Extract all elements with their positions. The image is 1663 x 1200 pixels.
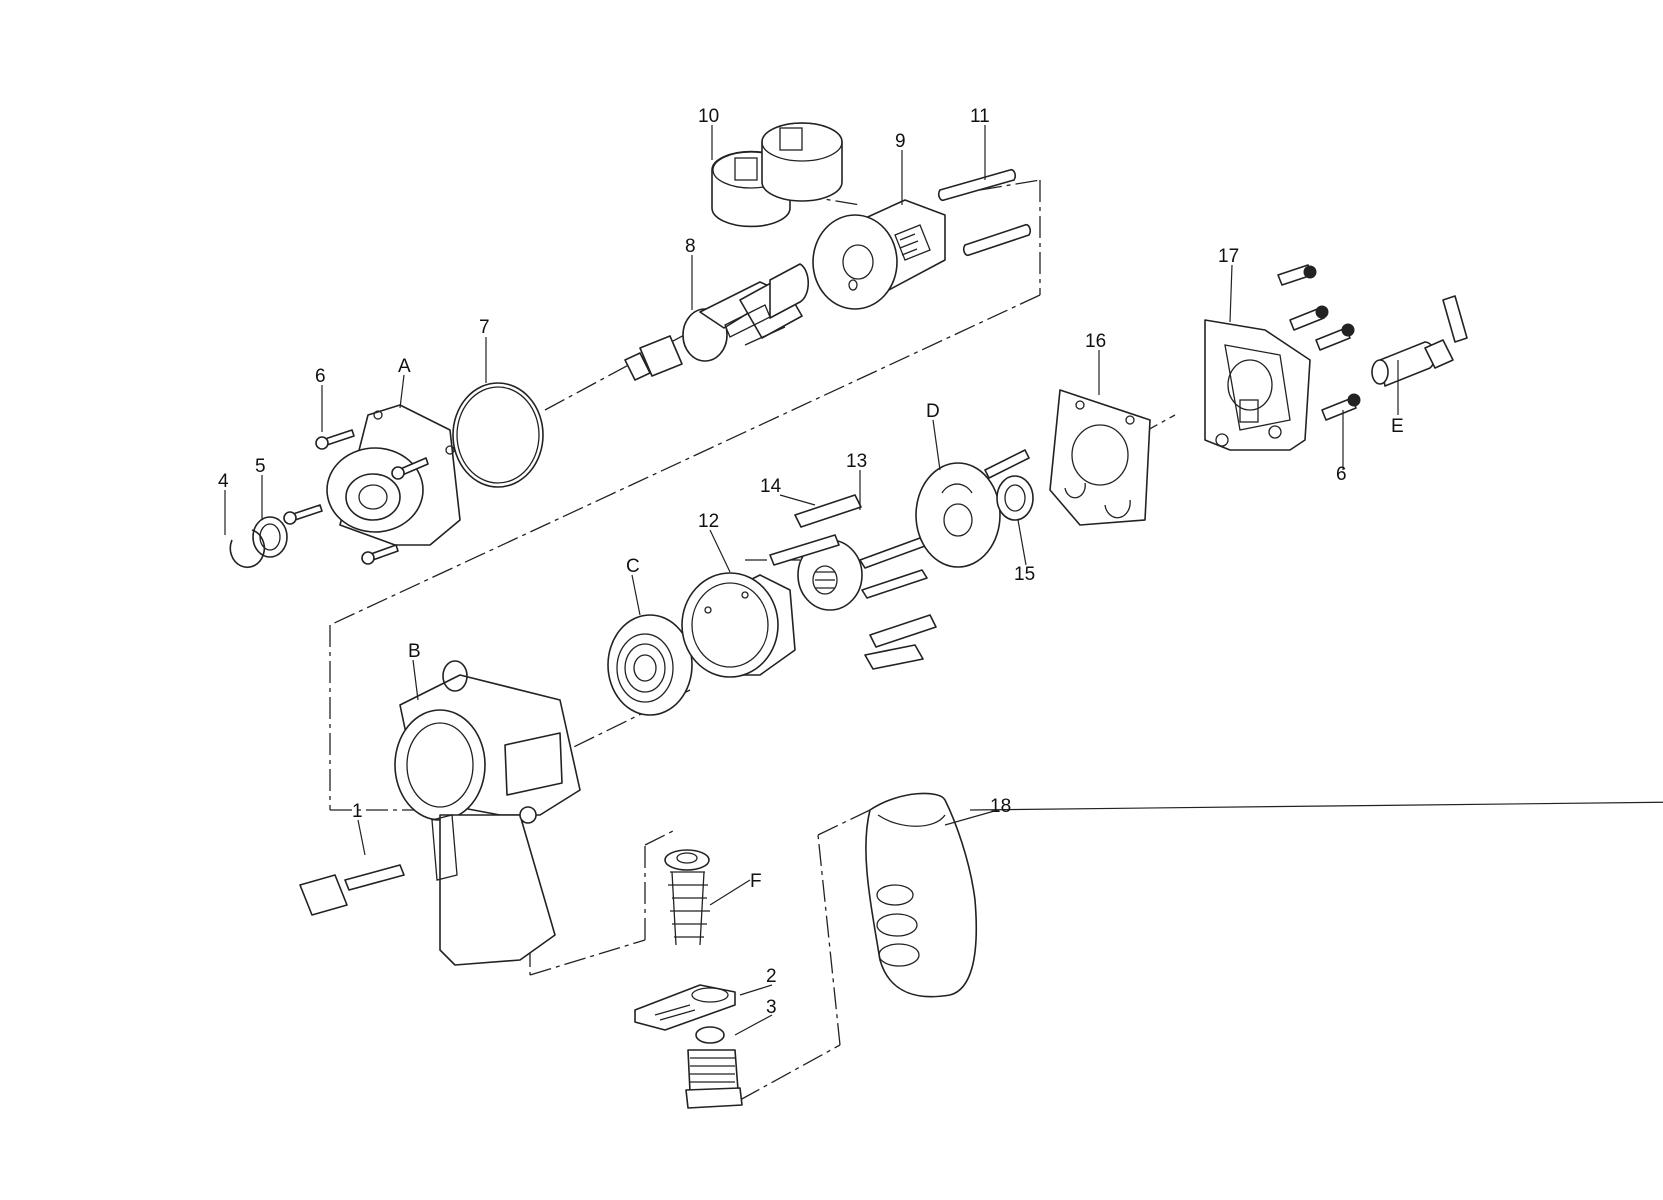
- label-d: D: [926, 401, 940, 422]
- label-10: 10: [698, 106, 719, 127]
- part-13-rotor: [797, 537, 928, 611]
- part-4-retaining-ring: [229, 529, 266, 569]
- label-5: 5: [255, 456, 266, 477]
- part-12-cylinder: [681, 572, 796, 678]
- part-b-motor-housing: [394, 660, 581, 966]
- label-6-front: 6: [315, 366, 326, 387]
- part-d-rear-plate: [915, 449, 1030, 568]
- label-a: A: [398, 356, 411, 377]
- label-18: 18: [990, 796, 1011, 817]
- part-8-anvil: [624, 263, 810, 381]
- part-14-blades: [769, 494, 937, 670]
- callout-labels: 1 2 3 4 5 6 6 7 8 9 10 11 12 13 14 15 16…: [218, 106, 1404, 1018]
- part-f-throttle-valve: [664, 849, 710, 946]
- part-6-screws-front: [283, 429, 429, 565]
- label-11: 11: [970, 106, 990, 127]
- part-7-o-ring: [452, 382, 544, 488]
- label-13: 13: [846, 451, 867, 472]
- part-5-washer: [252, 516, 288, 558]
- leader-lines: [224, 125, 1663, 1036]
- label-e: E: [1391, 416, 1404, 437]
- label-2: 2: [766, 966, 777, 987]
- part-e-reverse-valve: [1371, 295, 1468, 387]
- part-3-air-inlet: [685, 1026, 743, 1109]
- part-18-grip-sleeve: [865, 792, 978, 998]
- label-6-rear: 6: [1336, 464, 1347, 485]
- part-c-front-plate: [607, 614, 693, 716]
- part-9-hammer-cage: [812, 199, 946, 310]
- label-f: F: [750, 871, 762, 892]
- part-16-gasket: [1049, 389, 1151, 526]
- label-b: B: [408, 641, 421, 662]
- label-9: 9: [895, 131, 906, 152]
- part-17-rear-housing: [1204, 319, 1311, 451]
- label-12: 12: [698, 511, 719, 532]
- label-4: 4: [218, 471, 229, 492]
- label-8: 8: [685, 236, 696, 257]
- label-15: 15: [1014, 564, 1035, 585]
- part-6-screws-rear: [1277, 264, 1361, 421]
- part-1-trigger: [299, 864, 405, 916]
- label-3: 3: [766, 997, 777, 1018]
- label-17: 17: [1218, 246, 1239, 267]
- part-2-exhaust-plate: [634, 984, 736, 1031]
- label-c: C: [626, 556, 640, 577]
- label-1: 1: [352, 801, 363, 822]
- part-10-clutch-sleeves: [711, 122, 843, 228]
- label-14: 14: [760, 476, 782, 497]
- label-7: 7: [479, 317, 490, 338]
- part-15-bearing: [996, 475, 1034, 521]
- part-11-pins: [938, 168, 1031, 257]
- label-16: 16: [1085, 331, 1106, 352]
